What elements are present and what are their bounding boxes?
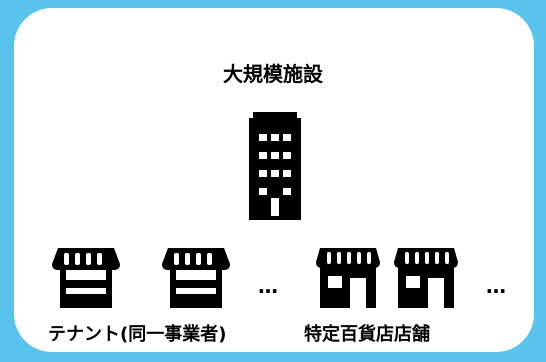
department-store-shop-label: 特定百貨店店舗 (304, 324, 430, 345)
more-tenants-ellipsis: … (258, 274, 279, 298)
facility-title: 大規模施設 (223, 62, 323, 86)
shop-icon (394, 248, 458, 308)
store-awning-icon (52, 248, 120, 308)
store-awning-icon (162, 248, 230, 308)
more-shops-ellipsis: … (486, 274, 507, 298)
tenant-label: テナント(同一事業者) (48, 324, 227, 345)
office-building-icon (249, 112, 301, 220)
shop-icon (316, 248, 380, 308)
